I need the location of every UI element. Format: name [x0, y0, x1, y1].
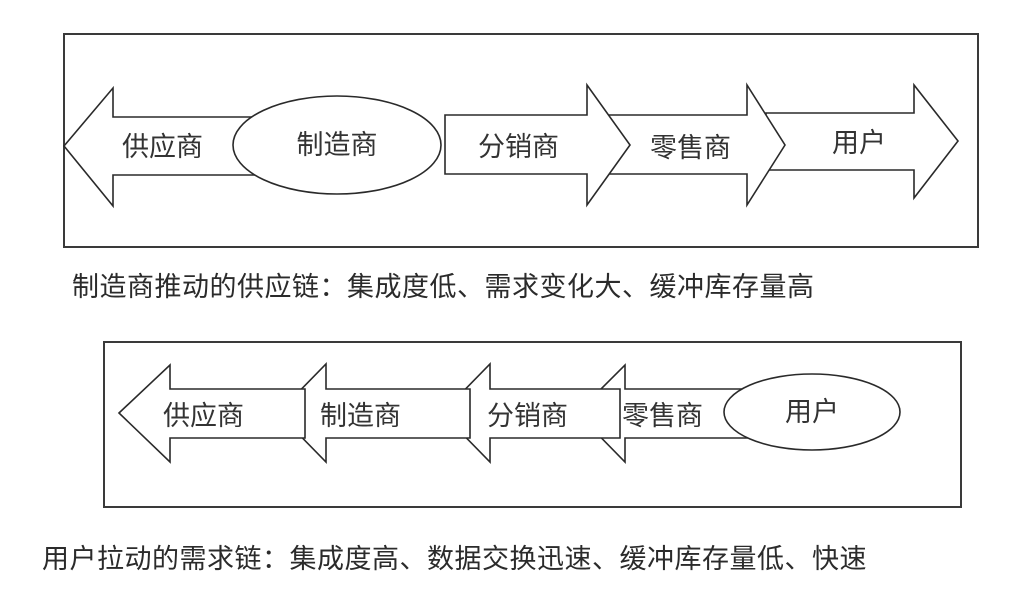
- pull-arrow-manufacturer: [276, 362, 471, 464]
- pull-arrow-retailer-label: 零售商: [622, 401, 703, 432]
- pull-arrow-supplier: [117, 363, 306, 464]
- pull-arrow-distributor-label: 分销商: [487, 401, 568, 432]
- pull-arrow-manufacturer-label: 制造商: [320, 401, 401, 432]
- push-arrow-distributor-label: 分销商: [478, 132, 559, 163]
- pull-arrow-supplier-label: 供应商: [163, 401, 244, 432]
- push-arrow-user: [765, 82, 960, 201]
- push-origin-manufacturer: [232, 95, 442, 195]
- push-arrow-supplier-label: 供应商: [122, 132, 203, 163]
- push-origin-label: 制造商: [297, 130, 378, 161]
- push-arrow-retailer: [608, 82, 786, 208]
- pull-origin-label: 用户: [785, 397, 839, 428]
- push-arrow-distributor: [444, 82, 631, 208]
- push-chain-caption: 制造商推动的供应链：集成度低、需求变化大、缓冲库存量高: [72, 272, 815, 303]
- push-arrow-retailer-label: 零售商: [650, 133, 731, 164]
- push-chain-frame: [63, 33, 979, 248]
- pull-arrow-distributor: [440, 362, 621, 464]
- pull-chain-frame: [103, 341, 962, 508]
- push-arrow-user-label: 用户: [832, 128, 886, 159]
- pull-chain-caption: 用户拉动的需求链：集成度高、数据交换迅速、缓冲库存量低、快速: [42, 544, 867, 575]
- pull-origin-user: [723, 373, 901, 451]
